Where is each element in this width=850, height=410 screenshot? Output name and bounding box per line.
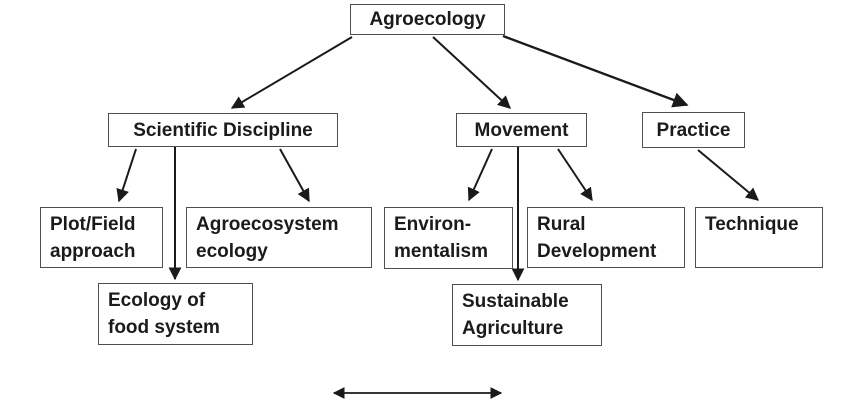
- edge-scientific-discipline-agroecosystem: [279, 148, 310, 203]
- node-scientific-discipline: Scientific Discipline: [108, 113, 338, 147]
- edge-practice-technique: [697, 149, 759, 201]
- node-rural-development: Rural Development: [527, 207, 685, 268]
- edge-agroecology-scientific-discipline: [230, 36, 353, 109]
- node-plot-field-approach: Plot/Field approach: [40, 207, 163, 268]
- node-environmentalism: Environ- mentalism: [384, 207, 513, 269]
- edge-movement-rural-development: [557, 148, 593, 202]
- edge-scientific-discipline-plot-field: [116, 148, 137, 203]
- node-technique: Technique: [695, 207, 823, 268]
- edge-movement-environmentalism: [467, 148, 493, 202]
- node-ecology-of-food-system: Ecology of food system: [98, 283, 253, 345]
- node-agroecology: Agroecology: [350, 4, 505, 35]
- edge-agroecology-movement: [432, 36, 511, 109]
- edge-agroecology-practice: [502, 34, 689, 108]
- node-agroecosystem-ecology: Agroecosystem ecology: [186, 207, 372, 268]
- node-movement: Movement: [456, 113, 587, 147]
- node-sustainable-agriculture: Sustainable Agriculture: [452, 284, 602, 346]
- node-practice: Practice: [642, 112, 745, 148]
